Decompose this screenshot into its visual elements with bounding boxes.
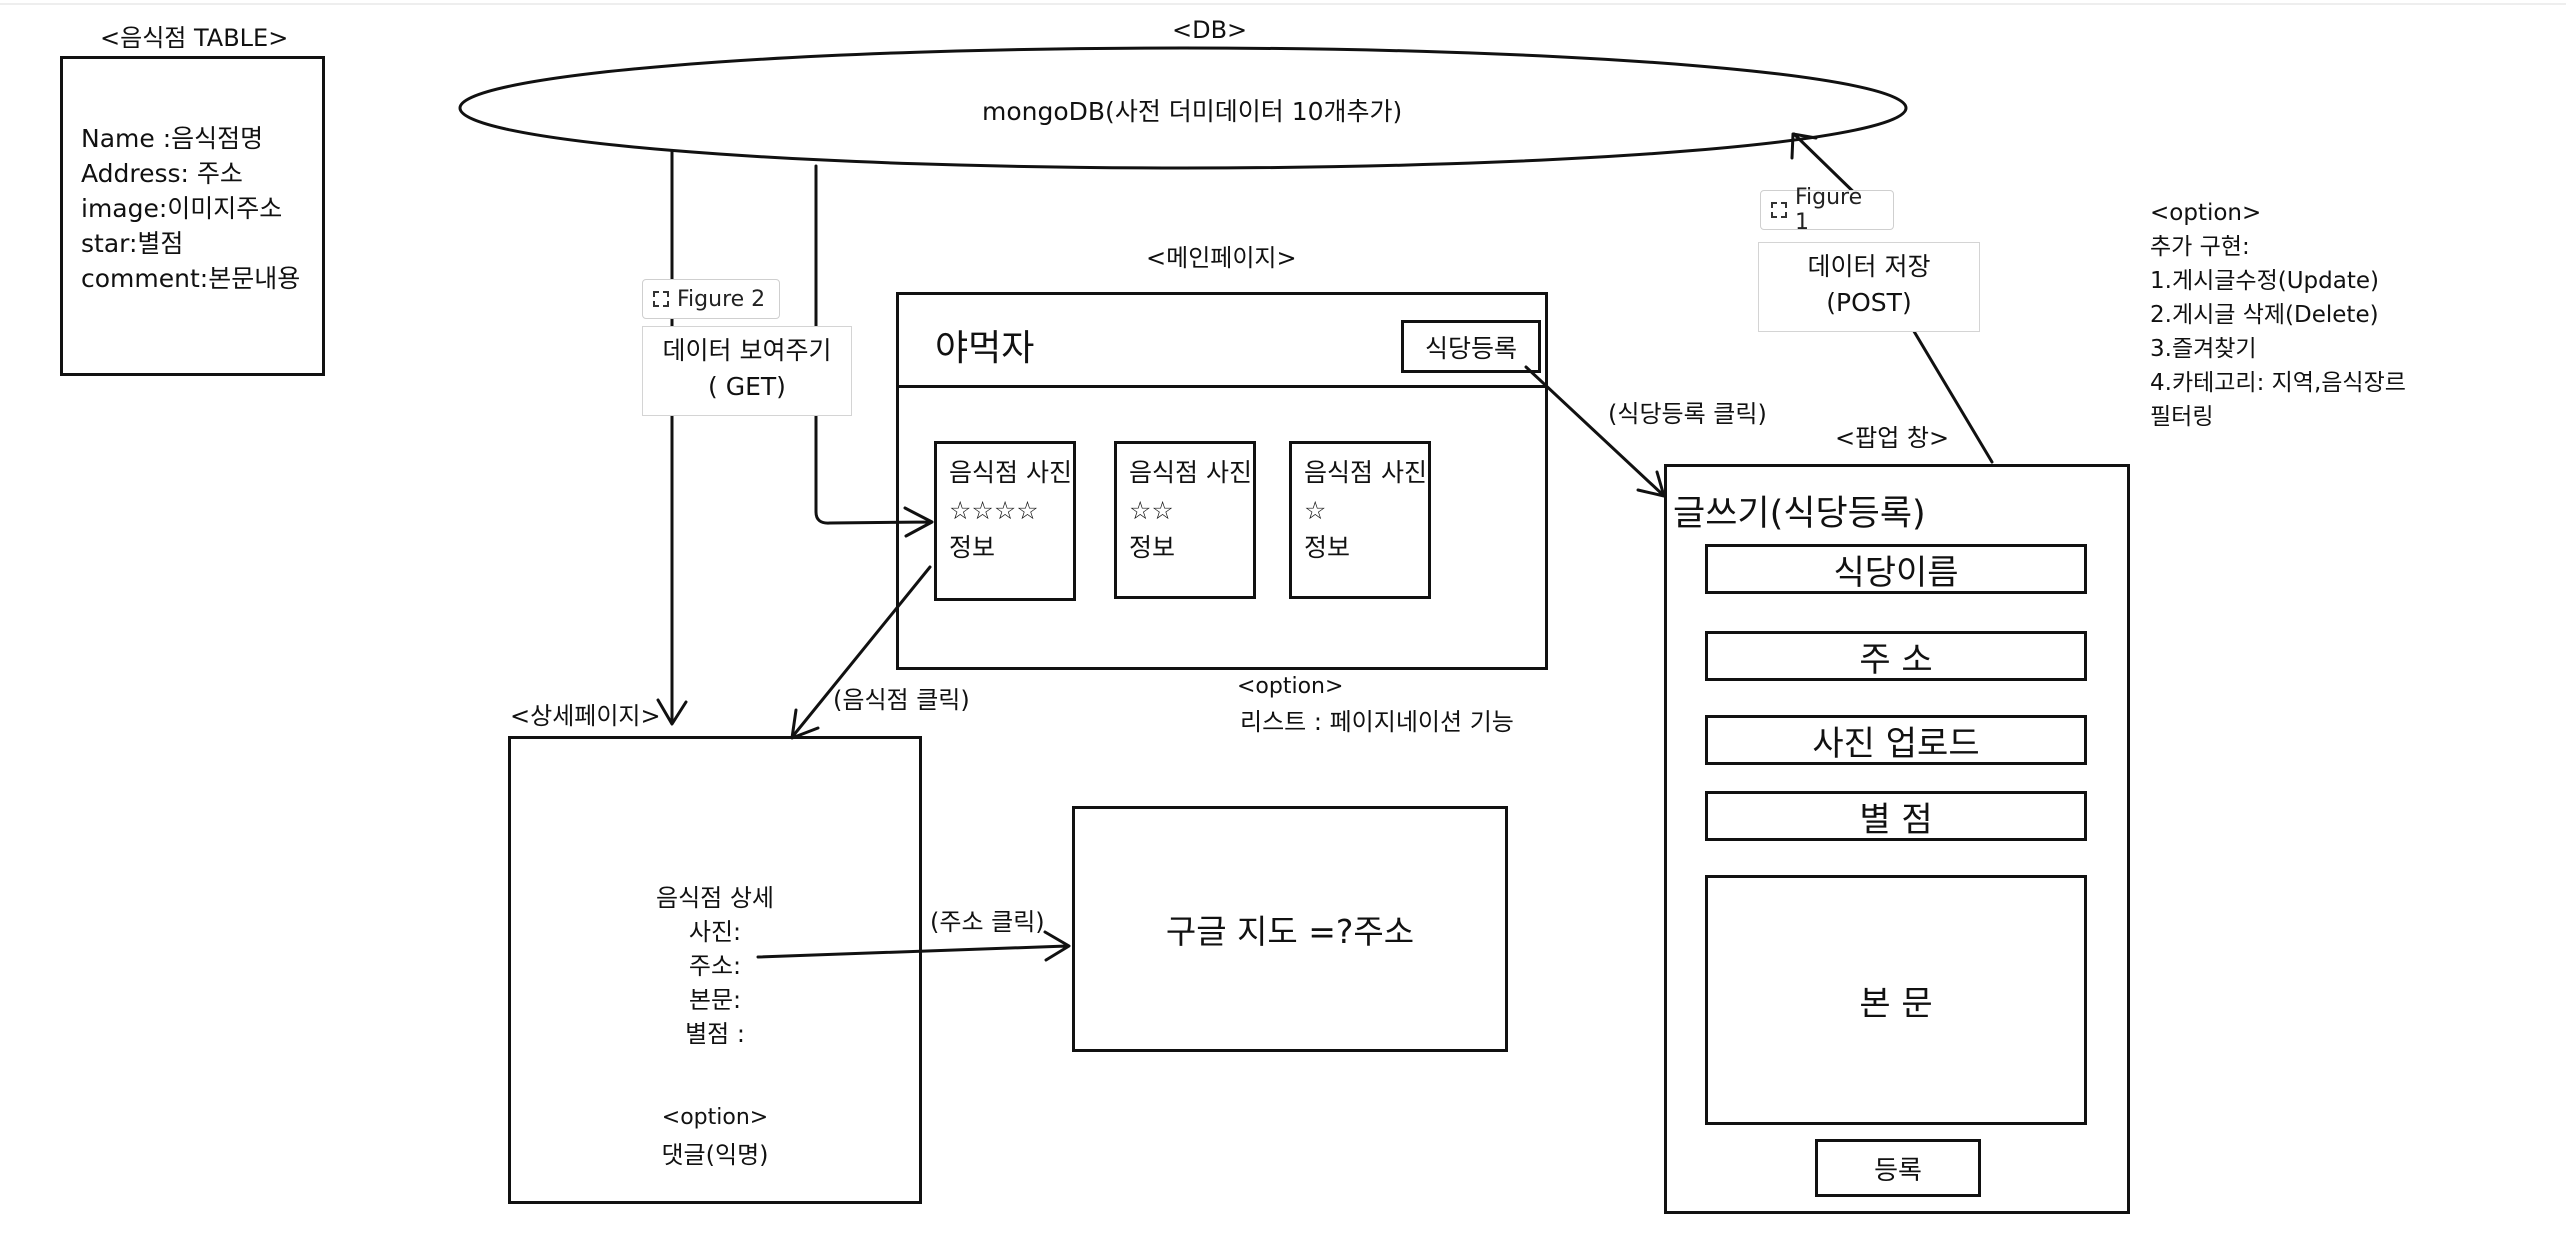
main-page-label: <메인페이지> [1146,244,1297,272]
card-photo: 음식점 사진 [1304,458,1427,487]
db-ellipse [458,46,1908,170]
options-line: 추가 구현: [2150,234,2250,260]
table-box: Name :음식점명 Address: 주소 image:이미지주소 star:… [60,56,325,376]
popup-label: <팝업 창> [1835,424,1950,452]
detail-line: 음식점 상세 [655,884,775,912]
table-field: image:이미지주소 [81,194,283,223]
edge-label-address-click: (주소 클릭) [930,908,1045,936]
table-field: Name :음식점명 [81,124,264,153]
frame-icon [1771,202,1787,218]
popup-title: 글쓰기(식당등록) [1673,494,1926,534]
card-info: 정보 [1129,533,1176,562]
options-line: 필터링 [2150,404,2214,430]
body-textarea[interactable]: 본 문 [1705,875,2087,1125]
detail-page-label: <상세페이지> [510,702,661,730]
popup-frame: 글쓰기(식당등록) 식당이름 주 소 사진 업로드 별 점 본 문 등록 [1664,464,2130,1214]
arrow-detail-to-map [756,930,1071,962]
main-option-label: <option> [1237,674,1344,699]
figure2-line2: ( GET) [708,372,786,402]
main-page-frame: 야먹자 식당등록 음식점 사진 ☆☆☆☆ 정보 음식점 사진 ☆☆ 정보 음식점… [896,292,1548,670]
db-text: mongoDB(사전 더미데이터 10개추가) [982,97,1403,126]
restaurant-card[interactable]: 음식점 사진 ☆ 정보 [1289,441,1431,599]
card-photo: 음식점 사진 [1129,458,1252,487]
edge-label-register-click: (식당등록 클릭) [1608,400,1767,428]
restaurant-card[interactable]: 음식점 사진 ☆☆ 정보 [1114,441,1256,599]
options-line: 2.게시글 삭제(Delete) [2150,302,2379,328]
app-logo: 야먹자 [935,328,1035,369]
table-field: star:별점 [81,229,184,258]
arrow-db-to-detail [656,150,688,726]
card-photo: 음식점 사진 [949,458,1072,487]
table-label: <음식점 TABLE> [100,24,289,52]
detail-line: 주소: [688,952,742,980]
detail-page-frame: 음식점 상세 사진: 주소: 본문: 별점 : <option> 댓글(익명) [508,736,922,1204]
figure1-line1: 데이터 저장 [1807,252,1931,281]
figure1-tag: Figure 1 [1760,185,1894,235]
detail-option-label: <option> [661,1105,769,1130]
frame-icon [653,291,669,307]
detail-line: 별점 : [685,1020,745,1048]
figure2-line1: 데이터 보여주기 [662,336,832,365]
options-note: <option> 추가 구현: 1.게시글수정(Update) 2.게시글 삭제… [2150,196,2406,434]
detail-fields: 음식점 상세 사진: 주소: 본문: 별점 : [511,881,919,1051]
figure2-tag-text: Figure 2 [677,286,766,312]
card-stars: ☆ [1304,495,1327,525]
edge-label-restaurant-click: (음식점 클릭) [833,686,970,714]
google-map-box[interactable]: 구글 지도 =?주소 [1072,806,1508,1052]
arrow-db-to-main [814,164,934,538]
options-line: 3.즐겨찾기 [2150,336,2257,362]
address-field[interactable]: 주 소 [1705,631,2087,681]
figure1-tag-text: Figure 1 [1794,185,1863,235]
table-field: Address: 주소 [81,159,243,188]
star-rating-field[interactable]: 별 점 [1705,791,2087,841]
photo-upload-field[interactable]: 사진 업로드 [1705,715,2087,765]
restaurant-card[interactable]: 음식점 사진 ☆☆☆☆ 정보 [934,441,1076,601]
table-fields: Name :음식점명 Address: 주소 image:이미지주소 star:… [81,121,300,296]
detail-line: 사진: [688,918,742,946]
card-stars: ☆☆☆☆ [949,495,1039,525]
figure2-tag: Figure 2 [642,279,780,319]
card-stars: ☆☆ [1129,495,1174,525]
card-info: 정보 [949,533,996,562]
submit-button[interactable]: 등록 [1815,1139,1981,1197]
db-label: <DB> [1172,16,1248,44]
options-label: <option> [2150,200,2262,226]
card-info: 정보 [1304,533,1351,562]
figure1-line2: (POST) [1826,288,1912,318]
options-line: 1.게시글수정(Update) [2150,268,2379,294]
figure2-note: 데이터 보여주기 ( GET) [642,326,852,416]
table-field: comment:본문내용 [81,264,301,293]
register-restaurant-button[interactable]: 식당등록 [1401,320,1541,373]
main-option-text: 리스트 : 페이지네이션 기능 [1240,708,1514,736]
restaurant-name-field[interactable]: 식당이름 [1705,544,2087,594]
figure1-note: 데이터 저장 (POST) [1758,242,1980,332]
options-line: 4.카테고리: 지역,음식장르 [2150,370,2406,396]
detail-option-text: 댓글(익명) [661,1141,769,1169]
detail-line: 본문: [688,986,742,1014]
header-divider [899,385,1545,388]
